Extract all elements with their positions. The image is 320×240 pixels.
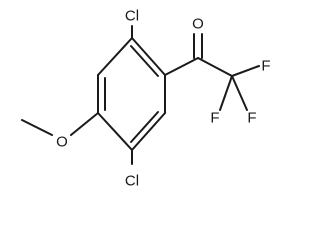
fluorine-lower-right-label: F bbox=[247, 110, 256, 127]
bond-methoxy-oxygen-to-methyl bbox=[21, 119, 53, 136]
chlorine-top-label: Cl bbox=[125, 8, 139, 25]
ring-double-bond-inner-2 bbox=[130, 111, 159, 143]
bond-carbonyl-to-cf3 bbox=[197, 57, 233, 77]
methoxy-oxygen-label: O bbox=[56, 134, 68, 151]
benzene-ring bbox=[97, 37, 166, 151]
ring-double-bond-inner-1 bbox=[130, 45, 159, 77]
carbonyl-oxygen-label: O bbox=[192, 16, 204, 33]
fluorine-lower-left-label: F bbox=[210, 110, 219, 127]
ring-bond-c1-c2 bbox=[131, 37, 166, 76]
bond-cf3-to-fluorine-lower-right bbox=[231, 75, 248, 111]
ring-bond-c3-c4 bbox=[131, 112, 166, 151]
fluorine-right-label: F bbox=[261, 58, 270, 75]
bond-ring-to-methoxy-oxygen bbox=[70, 112, 99, 136]
bond-cf3-to-fluorine-lower-left bbox=[219, 75, 233, 111]
bond-cf3-to-fluorine-right bbox=[231, 65, 260, 77]
ring-bond-c4-c5 bbox=[97, 112, 133, 151]
bond-ring-to-carbonyl-carbon bbox=[164, 57, 199, 76]
ring-bond-c6-c1 bbox=[97, 37, 133, 76]
chlorine-bottom-label: Cl bbox=[125, 173, 139, 190]
chemical-structure: Cl Cl O O F F F bbox=[21, 8, 271, 190]
